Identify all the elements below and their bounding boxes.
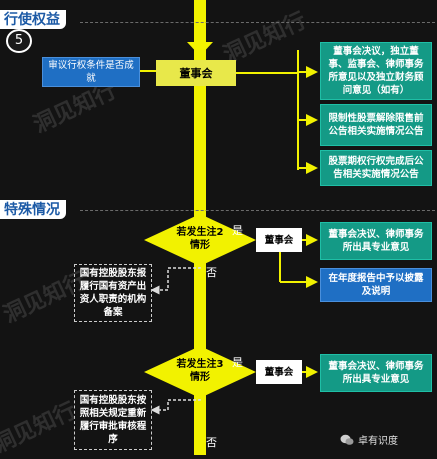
yes-label: 是 xyxy=(232,222,243,238)
case2-stateowned-box: 国有控股股东报履行国有资产出资人职责的机构备案 xyxy=(74,264,152,322)
wechat-account-name: 卓有识度 xyxy=(358,436,398,447)
case3-board-label: 董事会 xyxy=(264,366,294,378)
section-title-exercise: 行使权益 xyxy=(0,10,66,29)
case2-annual-text: 在年度报告中予以披露及说明 xyxy=(328,273,424,297)
case2-annual-box: 在年度报告中予以披露及说明 xyxy=(320,268,432,302)
yes-text: 是 xyxy=(232,356,243,369)
no-text: 否 xyxy=(206,436,217,449)
wechat-icon xyxy=(340,434,354,445)
case3-stateowned-text: 国有控股股东按照相关规定重新履行审批审核程序 xyxy=(79,395,147,445)
decision-case2-text: 若发生注2情形 xyxy=(176,227,224,251)
board-main-label: 董事会 xyxy=(179,67,213,80)
case2-board-box: 董事会 xyxy=(256,228,302,252)
case3-board-box: 董事会 xyxy=(256,360,302,384)
review-condition-text: 审议行权条件是否成就 xyxy=(48,60,134,84)
case3-stateowned-box: 国有控股股东按照相关规定重新履行审批审核程序 xyxy=(74,390,152,450)
step-number-text: 5 xyxy=(14,33,24,48)
case3-result-box: 董事会决议、律师事务所出具专业意见 xyxy=(320,354,432,392)
case3-result-text: 董事会决议、律师事务所出具专业意见 xyxy=(328,361,424,385)
section-title-text: 行使权益 xyxy=(4,12,60,28)
section-divider xyxy=(80,22,435,23)
step-number-badge: 5 xyxy=(6,29,32,53)
no-label: 否 xyxy=(206,434,217,450)
case2-result-box: 董事会决议、律师事务所出具专业意见 xyxy=(320,222,432,260)
review-condition-box: 审议行权条件是否成就 xyxy=(42,57,140,87)
decision-case3-text: 若发生注3情形 xyxy=(176,359,224,383)
case2-stateowned-text: 国有控股股东报履行国有资产出资人职责的机构备案 xyxy=(79,268,147,318)
no-text: 否 xyxy=(206,266,217,279)
case2-result-text: 董事会决议、律师事务所出具专业意见 xyxy=(328,229,424,253)
decision-diamond-case3 xyxy=(144,346,256,398)
restricted-stock-text: 限制性股票解除限售前公告相关实施情况公告 xyxy=(328,113,424,137)
wechat-attribution: 卓有识度 xyxy=(340,432,398,447)
restricted-stock-box: 限制性股票解除限售前公告相关实施情况公告 xyxy=(320,104,432,146)
section-divider xyxy=(80,210,435,211)
decision-diamond-case2 xyxy=(144,214,256,266)
yes-label: 是 xyxy=(232,354,243,370)
section-title-text: 特殊情况 xyxy=(4,202,60,218)
no-label: 否 xyxy=(206,264,217,280)
board-opinion-box: 董事会决议，独立董事、监事会、律师事务所意见以及独立财务顾问意见（如有） xyxy=(320,42,432,100)
option-complete-box: 股票期权行权完成后公告相关实施情况公告 xyxy=(320,150,432,186)
main-flow-arrowhead xyxy=(187,42,213,56)
case2-board-label: 董事会 xyxy=(264,234,294,246)
option-complete-text: 股票期权行权完成后公告相关实施情况公告 xyxy=(328,156,424,180)
section-title-special: 特殊情况 xyxy=(0,200,66,219)
decision-case3-label: 若发生注3情形 xyxy=(172,358,228,384)
decision-case2-label: 若发生注2情形 xyxy=(172,226,228,252)
board-opinion-text: 董事会决议，独立董事、监事会、律师事务所意见以及独立财务顾问意见（如有） xyxy=(328,46,424,96)
board-main-box: 董事会 xyxy=(156,60,236,86)
yes-text: 是 xyxy=(232,224,243,237)
